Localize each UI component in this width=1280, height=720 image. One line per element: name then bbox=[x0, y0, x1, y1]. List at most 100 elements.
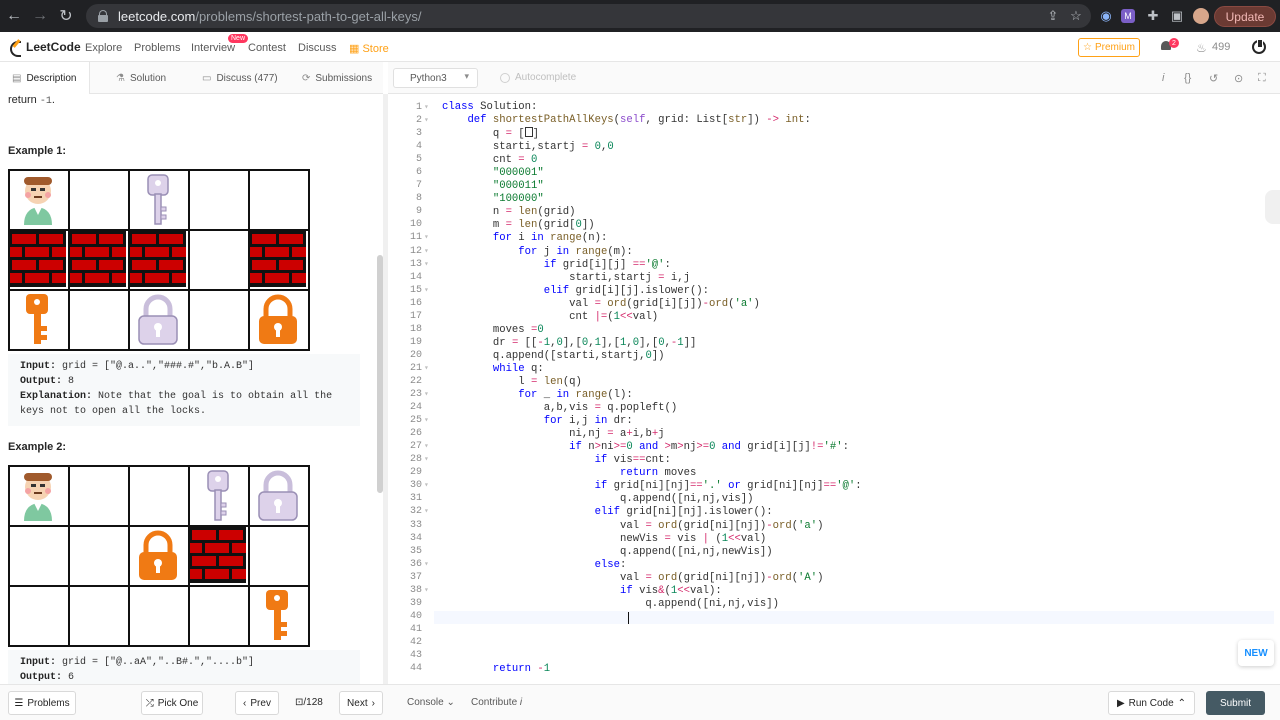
lock-lilac-icon bbox=[138, 294, 178, 345]
info-icon[interactable]: i bbox=[1162, 72, 1165, 84]
reset-icon[interactable]: ↺ bbox=[1209, 73, 1219, 85]
key-lilac-icon bbox=[207, 470, 229, 521]
submit-button[interactable]: Submit bbox=[1206, 691, 1265, 715]
store-icon: ▦ bbox=[349, 43, 360, 55]
star-outline-icon: ☆ bbox=[1083, 42, 1092, 53]
brick-wall-icon bbox=[190, 527, 246, 583]
info-icon: i bbox=[519, 697, 523, 708]
grid-cell bbox=[8, 465, 70, 527]
example1-heading: Example 1: bbox=[8, 145, 67, 157]
problems-button[interactable]: ☰Problems bbox=[8, 691, 76, 715]
profile-menu-icon[interactable] bbox=[1252, 39, 1266, 54]
star-icon[interactable]: ☆ bbox=[1070, 8, 1082, 23]
nav-problems[interactable]: Problems bbox=[134, 42, 181, 54]
premium-label: Premium bbox=[1094, 42, 1135, 53]
input-value: grid = ["@.a..","###.#","b.A.B"] bbox=[62, 361, 255, 372]
contribute-label: Contribute bbox=[471, 697, 518, 708]
premium-button[interactable]: ☆Premium bbox=[1078, 38, 1140, 57]
grid-cell bbox=[128, 465, 190, 527]
example2-grid bbox=[8, 465, 310, 647]
profile-avatar[interactable] bbox=[1193, 8, 1209, 24]
fullscreen-icon[interactable]: ⛶ bbox=[1258, 72, 1266, 84]
grid-cell bbox=[188, 465, 250, 527]
contribute-link[interactable]: Contribute i bbox=[471, 697, 522, 708]
tab-description[interactable]: ▤Description bbox=[0, 62, 90, 94]
back-arrow-icon[interactable]: ← bbox=[6, 7, 22, 24]
console-label: Console bbox=[407, 697, 444, 708]
return-value: -1 bbox=[39, 96, 52, 107]
shuffle-icon: ⤮ bbox=[145, 697, 154, 709]
grid-cell bbox=[248, 585, 310, 647]
brick-wall-icon bbox=[130, 231, 186, 287]
grid-cell bbox=[128, 525, 190, 587]
grid-cell bbox=[248, 289, 310, 351]
example1-io: Input: grid = ["@.a..","###.#","b.A.B"] … bbox=[8, 354, 360, 426]
next-button[interactable]: Next› bbox=[339, 691, 383, 715]
puzzle-icon[interactable]: ✚ bbox=[1147, 8, 1159, 23]
extension-m-icon[interactable]: M bbox=[1121, 9, 1135, 23]
code-text[interactable]: class Solution: def shortestPathAllKeys(… bbox=[442, 101, 862, 676]
forward-arrow-icon[interactable]: → bbox=[32, 7, 48, 24]
tab-description-label: Description bbox=[26, 72, 77, 84]
input-label: Input: bbox=[20, 361, 57, 372]
nav-explore[interactable]: Explore bbox=[85, 42, 123, 54]
tab-solution[interactable]: ⚗Solution bbox=[116, 62, 166, 94]
flask-icon: ⚗ bbox=[116, 72, 125, 84]
fold-markers[interactable]: ▾▾▾▾▾▾▾▾▾▾▾▾▾▾▾ bbox=[424, 103, 429, 595]
new-feature-badge[interactable]: NEW bbox=[1238, 640, 1274, 666]
lock-icon bbox=[98, 10, 108, 22]
key-lilac-icon bbox=[147, 174, 169, 225]
browser-toolbar: ← → ↻ leetcode.com/problems/shortest-pat… bbox=[0, 0, 1280, 32]
tab-submissions[interactable]: ⟳Submissions bbox=[302, 62, 372, 94]
example2-heading: Example 2: bbox=[8, 441, 67, 453]
key-orange-icon bbox=[266, 590, 288, 640]
bottom-bar: ☰Problems ⤮Pick One ‹Prev ⊡/128 Next› Co… bbox=[0, 684, 1280, 720]
tab-discuss[interactable]: ▭Discuss (477) bbox=[202, 62, 278, 94]
tab-submissions-label: Submissions bbox=[315, 72, 373, 84]
prev-button[interactable]: ‹Prev bbox=[235, 691, 279, 715]
nav-interview[interactable]: Interview bbox=[191, 42, 236, 54]
output-value: 8 bbox=[68, 376, 75, 387]
chevron-up-icon: ⌃ bbox=[1177, 697, 1187, 709]
panel-resizer[interactable] bbox=[383, 94, 388, 684]
grid-cell bbox=[188, 229, 250, 291]
active-line-highlight bbox=[434, 611, 1274, 624]
return-period: . bbox=[51, 94, 55, 106]
grid-cell bbox=[188, 169, 250, 231]
side-panel-handle[interactable] bbox=[1265, 190, 1280, 224]
page-indicator: ⊡/128 bbox=[295, 697, 323, 708]
grid-cell bbox=[128, 289, 190, 351]
output-label: Output: bbox=[20, 672, 63, 683]
update-button[interactable]: Update bbox=[1214, 6, 1276, 27]
run-code-button[interactable]: ▶Run Code⌃ bbox=[1108, 691, 1195, 715]
leetcode-logo-icon bbox=[8, 39, 22, 57]
brick-wall-icon bbox=[10, 231, 66, 287]
settings-icon[interactable]: ⊙ bbox=[1234, 73, 1244, 85]
grid-cell bbox=[68, 289, 130, 351]
pick-one-button[interactable]: ⤮Pick One bbox=[141, 691, 203, 715]
sidebar-icon[interactable]: ▣ bbox=[1170, 8, 1184, 23]
console-toggle[interactable]: Console ⌄ bbox=[407, 697, 455, 708]
notification-badge: 2 bbox=[1169, 38, 1179, 48]
nav-discuss[interactable]: Discuss bbox=[298, 42, 337, 54]
share-icon[interactable]: ⇪ bbox=[1047, 8, 1059, 23]
key-orange-icon bbox=[26, 294, 48, 344]
person-icon bbox=[24, 177, 52, 225]
autocomplete-toggle[interactable]: Autocomplete bbox=[500, 72, 576, 83]
address-bar[interactable]: leetcode.com/problems/shortest-path-to-g… bbox=[86, 4, 1091, 28]
extension-icon[interactable]: ◉ bbox=[1100, 8, 1112, 23]
lock-orange-icon bbox=[139, 530, 177, 580]
bell-icon[interactable] bbox=[1160, 40, 1172, 52]
braces-icon[interactable]: {} bbox=[1184, 72, 1192, 84]
problem-description: return -1. Example 1: bbox=[0, 94, 378, 684]
url-host: leetcode.com bbox=[118, 8, 196, 24]
leetcode-logo[interactable]: LeetCode bbox=[8, 39, 81, 57]
nav-contest[interactable]: Contest bbox=[248, 42, 286, 54]
reload-icon[interactable]: ↻ bbox=[59, 8, 73, 25]
description-scrollbar[interactable] bbox=[377, 255, 383, 493]
language-select[interactable]: Python3 bbox=[393, 68, 478, 88]
explanation-label: Explanation: bbox=[20, 391, 93, 402]
grid-cell bbox=[188, 585, 250, 647]
nav-store[interactable]: ▦ Store bbox=[349, 42, 389, 55]
